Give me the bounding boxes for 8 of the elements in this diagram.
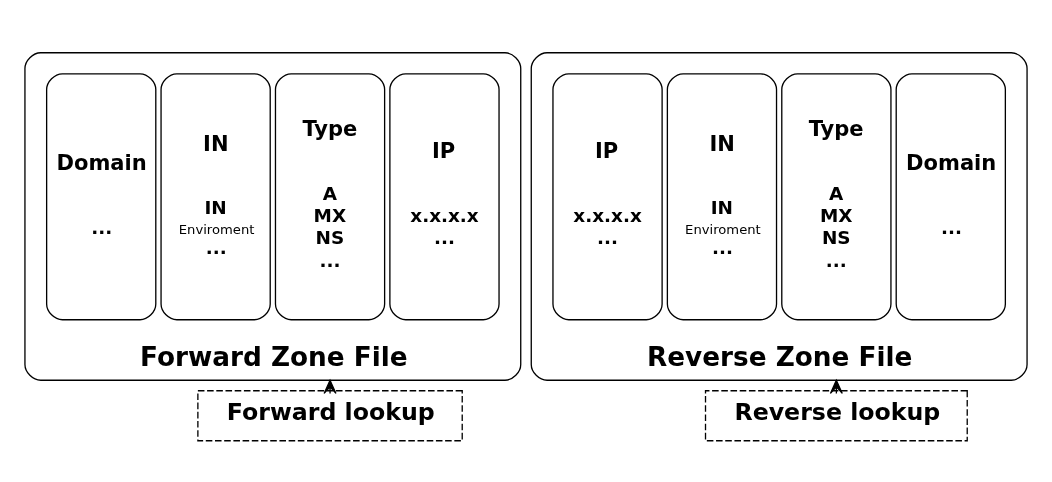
node-box: Type A MX NS ... — [274, 72, 386, 320]
node-box: Type A MX NS ... — [781, 72, 892, 320]
node-box: IP x.x.x.x ... — [389, 72, 500, 320]
node-box: Domain ... — [46, 72, 157, 320]
node-box: IN IN Enviroment ... — [160, 72, 271, 320]
node-box: IN IN Enviroment ... — [666, 72, 778, 320]
node-box: Domain ... — [895, 72, 1006, 320]
node-box: IP x.x.x.x ... — [552, 72, 663, 320]
